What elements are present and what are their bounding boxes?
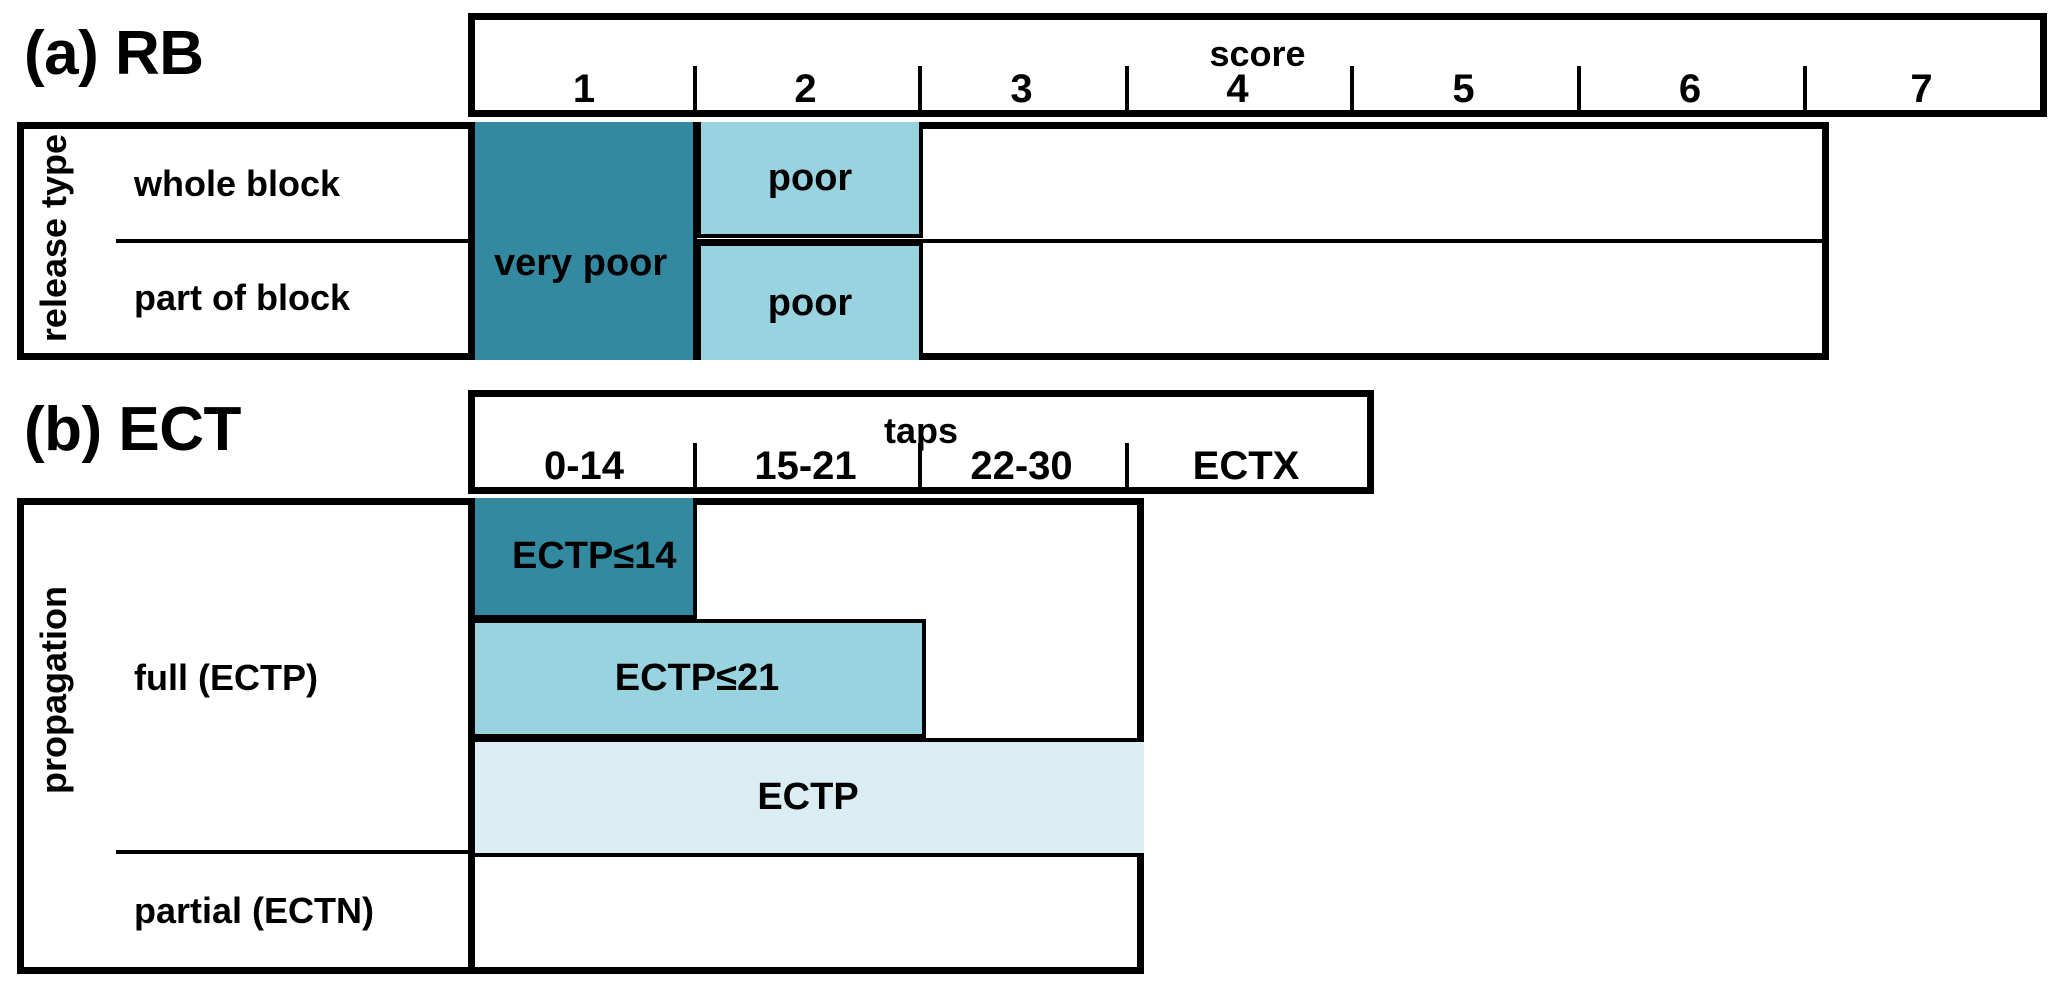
panel-b-axis-label-wrap: propagation [0,586,139,794]
panel-a-bar-poor-part-of-block-label: poor [767,281,853,324]
panel-b-col-label-22-30: 22-30 [970,443,1073,488]
panel-a-col-label-1: 1 [572,66,596,111]
panel-a-bar-very-poor-label: very poor [494,241,668,284]
panel-a-col-label-5: 5 [1452,66,1475,111]
panel-a-col-label-2: 2 [794,66,817,111]
panel-a-row-label-part-of-block: part of block [134,277,351,318]
panel-a-header-box: score 1 2 3 4 5 6 7 [468,13,2047,117]
panel-a-col-sep-4 [1350,66,1354,111]
panel-a-bar-poor-whole-block-label: poor [767,156,853,199]
panel-a-bar-very-poor: very poor [468,122,697,360]
panel-b-axis-label: propagation [33,586,74,794]
panel-b-bar-ectp-le-21-label: ECTP≤21 [614,657,780,699]
panel-a-col-sep-1 [693,66,697,111]
panel-b-col-label-15-21: 15-21 [754,443,857,488]
panel-a-col-label-6: 6 [1678,66,1702,111]
panel-a-col-label-4: 4 [1226,66,1249,111]
panel-a-row-divider [116,239,1829,243]
panel-a-bar-poor-whole-block: poor [697,122,923,238]
panel-a-col-label-7: 7 [1910,66,1933,111]
panel-b-row-label-partial: partial (ECTN) [134,889,375,931]
panel-b-col-sep-3 [1125,443,1129,488]
panel-b-col-sep-1 [693,443,697,488]
panel-a-caption: (a) RB [24,19,204,88]
panel-b-col-sep-2 [918,443,922,488]
panel-b-bar-ectp-le-14: ECTP≤14 [468,498,697,619]
panel-b-bar-ectp-label: ECTP [757,776,859,818]
panel-a-axis-label-wrap: release type [0,134,139,342]
panel-a-col-sep-5 [1577,66,1581,111]
panel-b-bar-ectp-le-21: ECTP≤21 [468,619,926,738]
panel-b-bar-ectp: ECTP [468,738,1144,857]
panel-b-col-label-0-14: 0-14 [543,443,625,488]
panel-a-col-sep-3 [1125,66,1129,111]
panel-a-bar-poor-part-of-block: poor [697,242,923,360]
panel-a-row-label-whole-block: whole block [134,163,341,204]
panel-b-bar-ectp-le-14-label: ECTP≤14 [512,535,677,577]
panel-a-col-sep-6 [1803,66,1807,111]
panel-b-header-box: taps 0-14 15-21 22-30 ECTX [468,390,1374,494]
panel-b-col-label-ectx: ECTX [1192,443,1300,488]
panel-b-row-label-full: full (ECTP) [134,656,318,698]
panel-b-body-vertical-divider [468,498,475,974]
panel-a-col-label-3: 3 [1010,66,1033,111]
panel-a-col-sep-2 [918,66,922,111]
panel-a-axis-label: release type [33,133,74,343]
panel-b-caption: (b) ECT [24,395,241,464]
panel-a-body-box: release type whole block part of block [17,122,1829,360]
panel-a-header-group-title: score [1209,33,1306,74]
panel-a-body-vertical-divider [468,122,475,360]
